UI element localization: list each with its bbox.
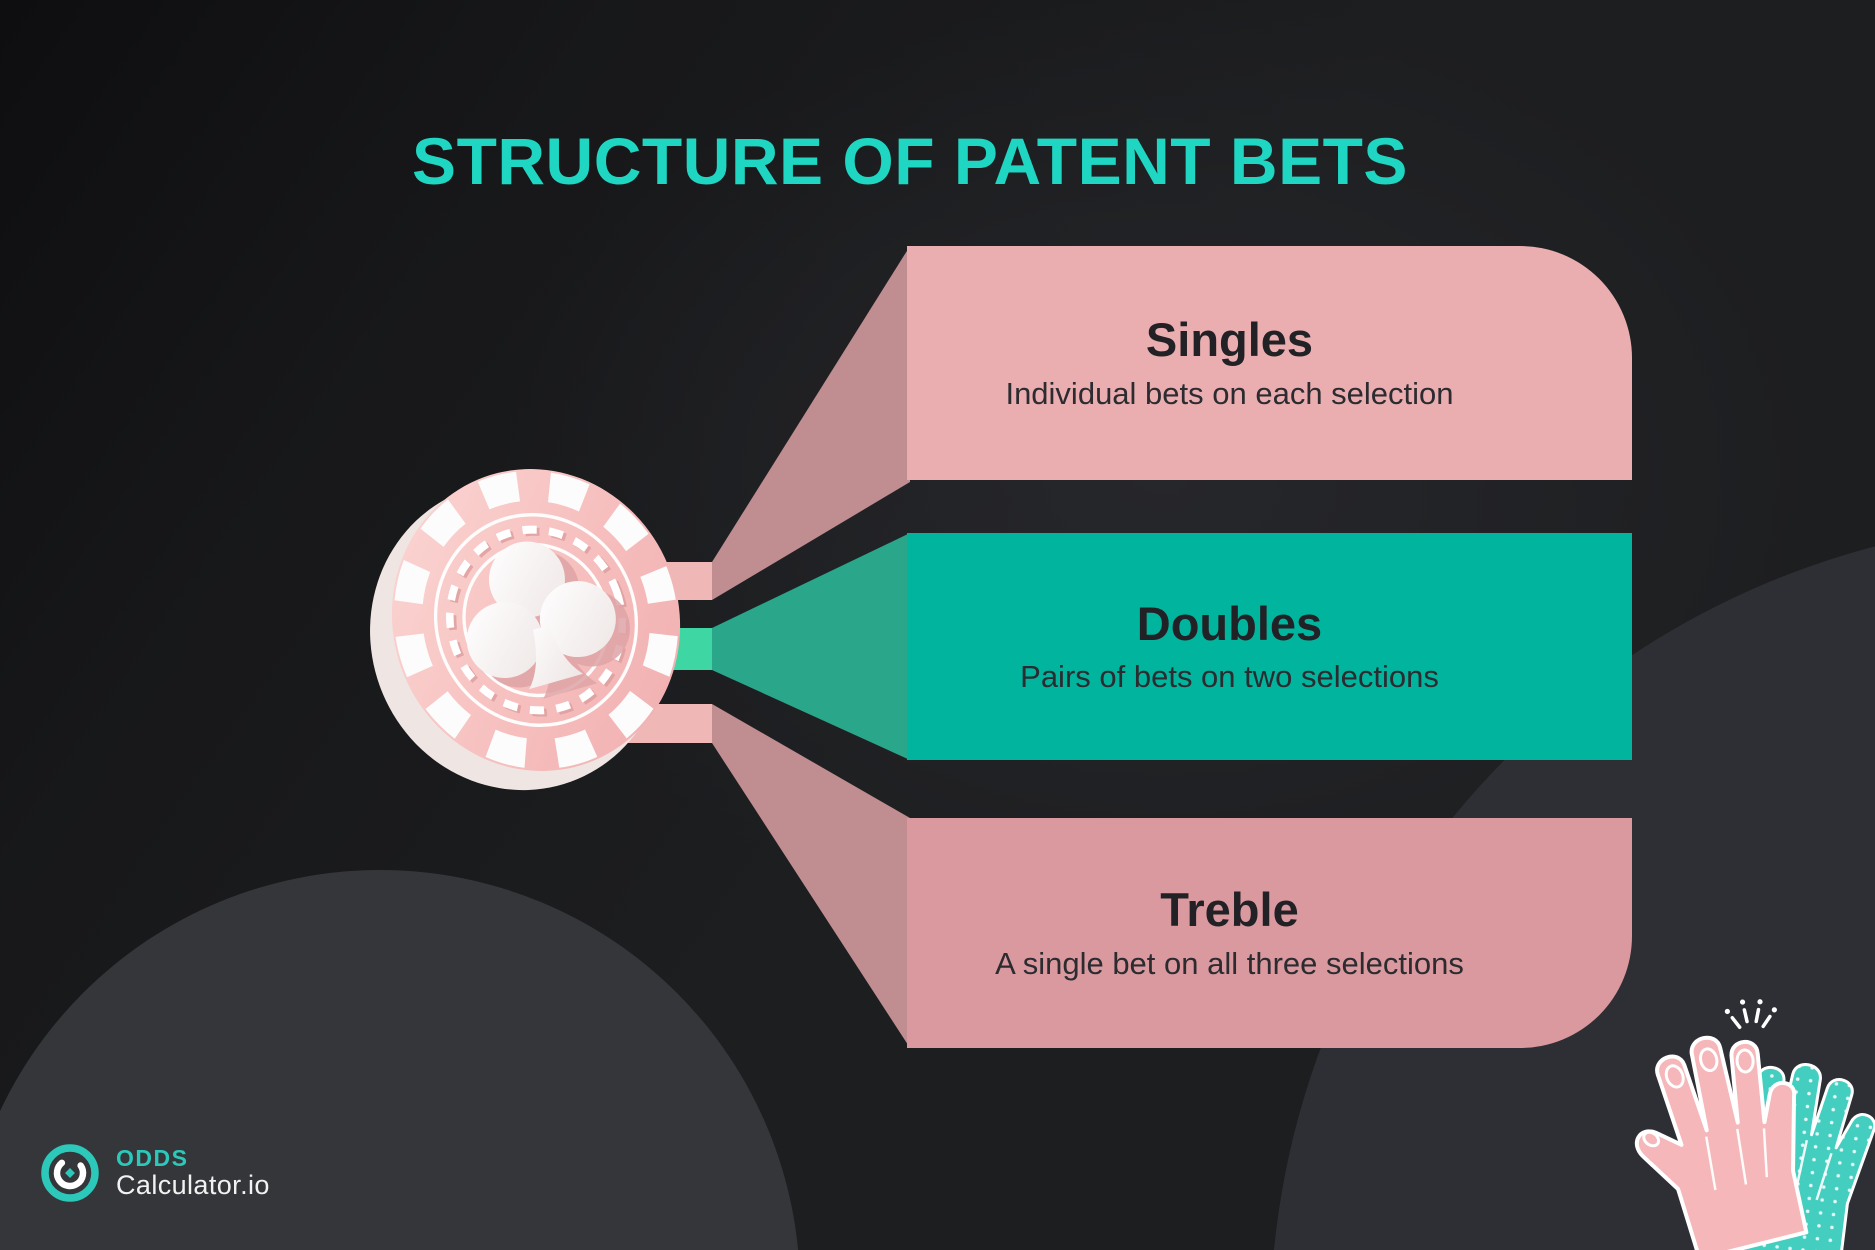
poker-chip-illustration — [370, 469, 681, 791]
banner-doubles-description: Pairs of bets on two selections — [1020, 659, 1439, 695]
logo-brand-top: ODDS — [116, 1145, 189, 1171]
banner-singles: Singles Individual bets on each selectio… — [907, 246, 1632, 480]
treble-ribbon-fold — [712, 704, 910, 1048]
pink-hand — [1634, 1035, 1809, 1250]
club-icon — [466, 541, 630, 699]
logo-brand-bottom: Calculator.io — [116, 1170, 270, 1200]
clapping-hands-illustration — [1634, 999, 1875, 1250]
banner-doubles: Doubles Pairs of bets on two selections — [907, 533, 1632, 760]
banner-treble: Treble A single bet on all three selecti… — [907, 818, 1632, 1048]
odds-calculator-logo-icon — [41, 1144, 99, 1202]
banner-singles-title: Singles — [1145, 313, 1314, 367]
banner-treble-title: Treble — [1160, 883, 1299, 937]
brand-logo: ODDS Calculator.io — [40, 1143, 270, 1203]
banner-singles-description: Individual bets on each selection — [1005, 375, 1454, 411]
banner-treble-description: A single bet on all three selections — [995, 945, 1464, 981]
chip-rim-spots — [393, 471, 679, 769]
singles-ribbon-fold — [712, 246, 910, 600]
clap-sparks — [1724, 999, 1777, 1029]
page-title: STRUCTURE OF PATENT BETS — [412, 124, 1408, 198]
banner-doubles-title: Doubles — [1136, 596, 1323, 650]
doubles-ribbon-fold — [712, 533, 910, 760]
